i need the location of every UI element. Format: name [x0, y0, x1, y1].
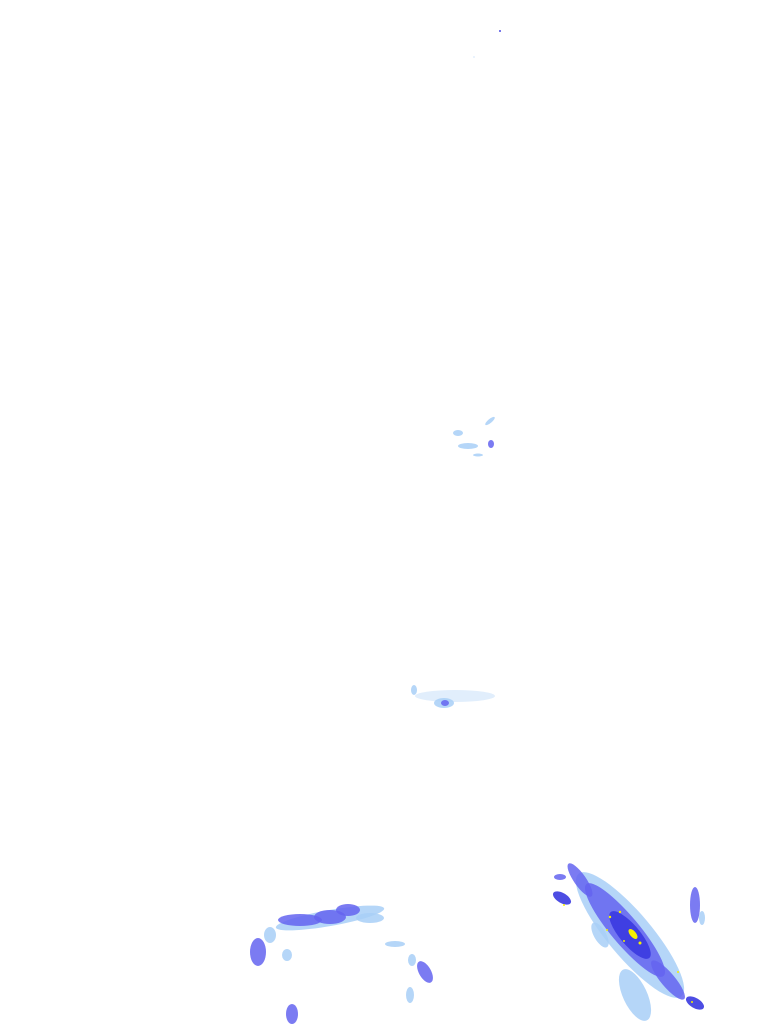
radar-echo [628, 929, 638, 939]
radar-echo [651, 960, 685, 1000]
radar-echo [690, 887, 700, 923]
radar-echo [453, 430, 463, 436]
radar-echo [591, 922, 609, 948]
radar-echo [552, 891, 572, 905]
intense-cores [563, 904, 693, 1003]
radar-echo [458, 443, 478, 449]
radar-echo [638, 941, 642, 945]
radar-echo [608, 915, 612, 919]
radar-echo [385, 941, 405, 947]
radar-echo [417, 961, 433, 983]
radar-echo [677, 971, 679, 973]
radar-echo [264, 927, 276, 943]
radar-echo [286, 1004, 298, 1024]
radar-echo [282, 949, 292, 961]
radar-echo [278, 914, 322, 926]
radar-echo [441, 700, 449, 706]
echo-cluster-southwest [250, 904, 433, 1024]
radar-echo [356, 913, 384, 923]
radar-echo [499, 30, 501, 32]
radar-echo [411, 685, 417, 695]
radar-echo [691, 1001, 693, 1003]
radar-echo [408, 954, 416, 966]
radar-echo [563, 904, 565, 906]
radar-echo [685, 996, 705, 1010]
radar-echo [618, 969, 652, 1021]
radar-echo [473, 56, 475, 58]
radar-echo [606, 929, 608, 931]
radar-echo [473, 453, 483, 457]
radar-echo [567, 863, 593, 897]
radar-echo [623, 940, 625, 942]
radar-echo [406, 987, 414, 1003]
echo-cluster-center [453, 416, 495, 457]
echo-cluster-southeast [552, 863, 705, 1021]
radar-echo [485, 416, 495, 426]
radar-echo [250, 938, 266, 966]
radar-echo [336, 904, 360, 916]
radar-echo [488, 440, 494, 448]
echo-speck-top [473, 30, 501, 58]
echo-cluster-mid [411, 685, 495, 708]
radar-echo [415, 690, 495, 702]
radar-echo [554, 874, 566, 880]
radar-echo [699, 911, 705, 925]
radar-echo [314, 910, 346, 924]
radar-echo [618, 910, 622, 914]
